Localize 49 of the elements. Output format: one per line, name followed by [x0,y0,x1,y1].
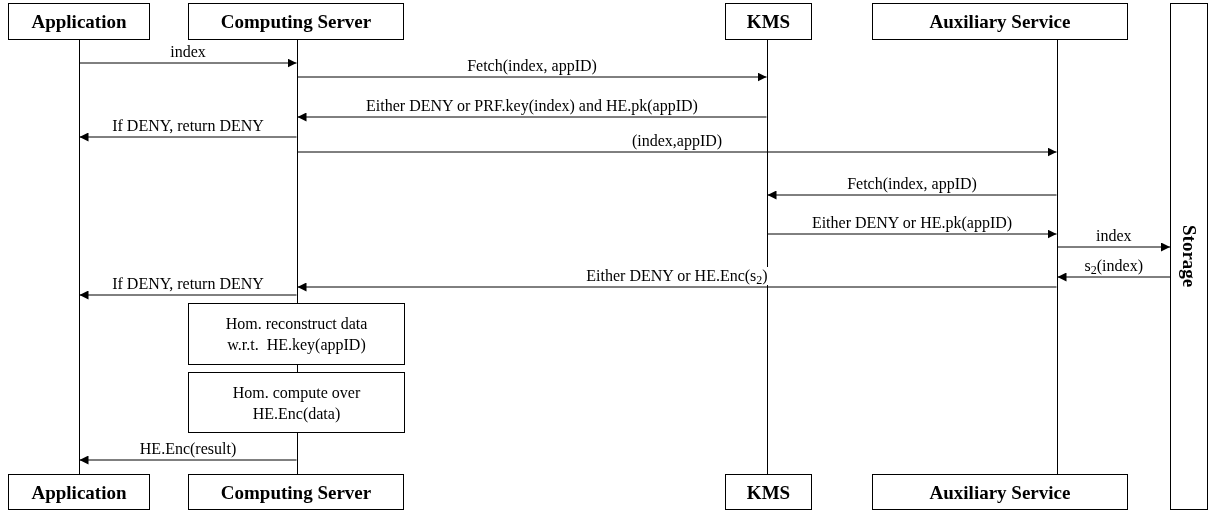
step-text: Hom. compute over HE.Enc(data) [231,382,362,424]
message-arrow [1057,242,1171,252]
process-box [188,303,405,365]
message-label: (index,appID) [629,132,725,150]
participant-box [872,3,1128,40]
message-arrow [79,132,297,142]
participant-box [188,474,404,510]
lifeline [1056,40,1058,474]
participant-box [725,3,812,40]
message-arrow [297,282,1057,292]
participant-name: Auxiliary Service [929,12,1071,31]
participant-box [188,3,404,40]
participant-name: KMS [746,482,791,502]
message-label: Fetch(index, appID) [845,175,979,193]
participant-name: Application [31,12,127,31]
participant-name: KMS [746,12,791,31]
message-label: If DENY, return DENY [110,117,266,135]
message-label: Either DENY or PRF.key(index) and HE.pk(appID) [364,97,700,115]
participant-name: Storage [1179,225,1199,288]
message-arrow [767,229,1057,239]
participant-name: Auxiliary Service [929,482,1071,502]
message-label: Either DENY or HE.Enc(s$_{2}$) [584,267,770,285]
message-label: s$_{2}$(index) [1082,257,1145,275]
step-text: Hom. reconstruct data w.r.t. HE.key(appID) [224,314,369,355]
participant-name: Application [31,482,127,502]
lifeline [296,40,298,303]
message-arrow [79,290,297,300]
participant-name: Computing Server [220,12,372,31]
lifeline [766,40,768,474]
process-box [188,372,405,433]
message-arrow [79,58,297,68]
message-label: Fetch(index, appID) [465,57,599,75]
message-arrow [297,147,1057,157]
message-arrow [297,112,767,122]
message-arrow [297,72,767,82]
lifeline [296,433,298,474]
participant-box [8,474,150,510]
participant-box [8,3,150,40]
storage-box [1170,3,1208,510]
message-arrow [1057,272,1171,282]
lifeline [78,40,80,474]
participant-box [725,474,812,510]
participant-name: Computing Server [220,482,372,502]
participant-box [872,474,1128,510]
message-label: If DENY, return DENY [110,275,266,293]
message-label: HE.Enc(result) [137,440,239,458]
message-arrow [79,455,297,465]
message-arrow [767,190,1057,200]
message-label: Either DENY or HE.pk(appID) [809,214,1015,232]
